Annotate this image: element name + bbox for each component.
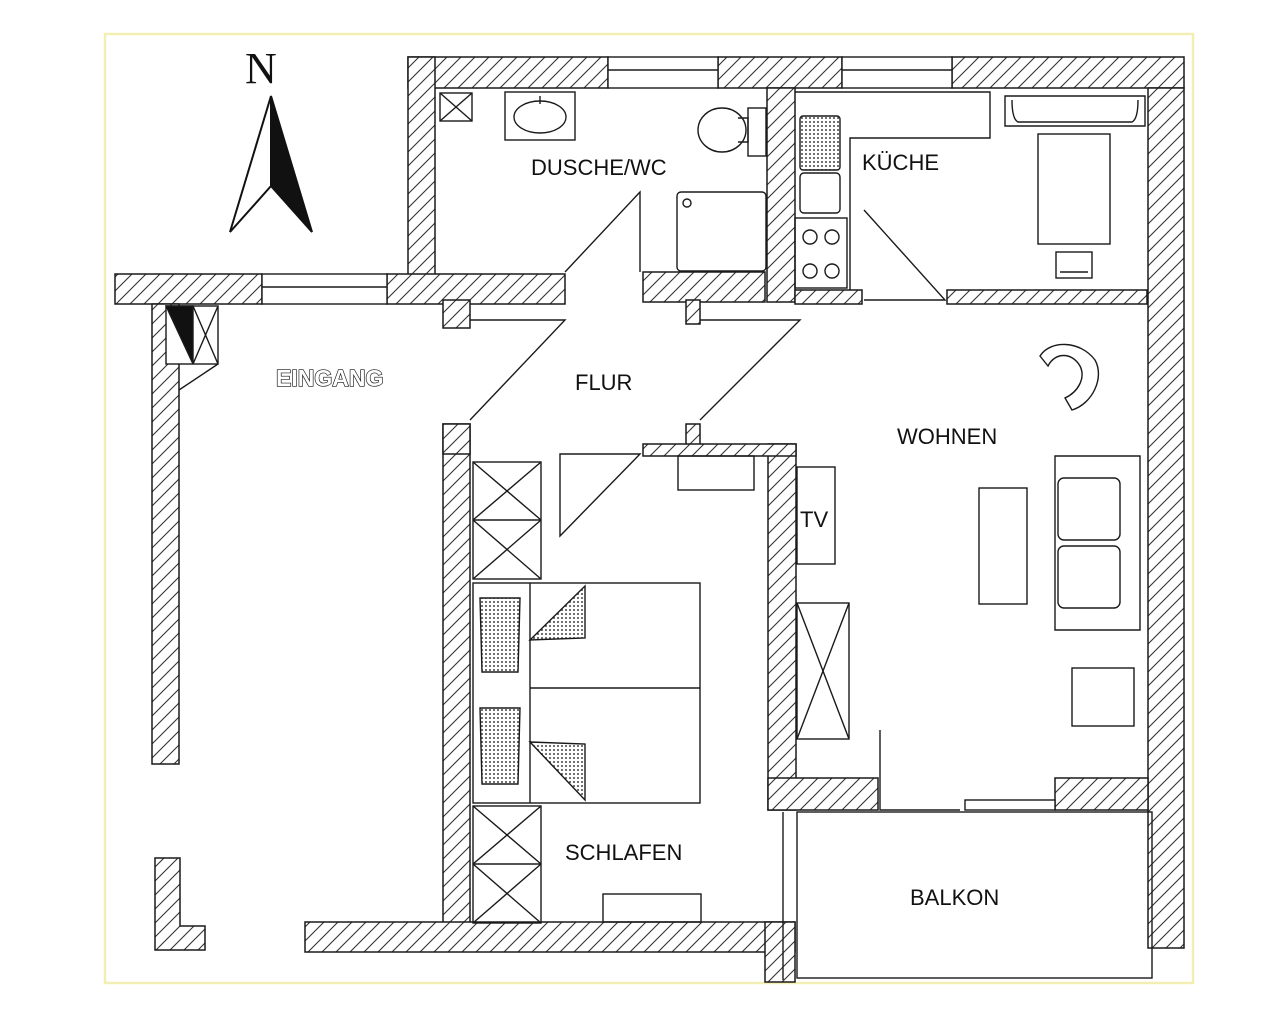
walls [114,56,1185,983]
frame-border [103,32,1195,985]
room-label-balkon: BALKON [910,885,999,910]
north-arrow: N [229,44,313,233]
windows [261,56,1056,811]
kitchen-fixtures [794,91,1146,290]
room-label-eingang: EINGANG [276,365,383,391]
room-label-dusche-wc: DUSCHE/WC [531,155,667,180]
living-furniture [796,343,1141,740]
north-label: N [245,44,277,93]
room-label-kueche: KÜCHE [862,150,939,175]
door-swings [469,190,960,811]
room-label-flur: FLUR [575,370,632,395]
balcony-outline [782,811,1153,980]
shaft [164,305,219,391]
room-label-wohnen: WOHNEN [897,424,997,449]
room-label-schlafen: SCHLAFEN [565,840,682,865]
bathroom-fixtures [439,91,767,272]
bedroom-furniture [472,455,755,924]
room-label-tv: TV [800,507,828,532]
